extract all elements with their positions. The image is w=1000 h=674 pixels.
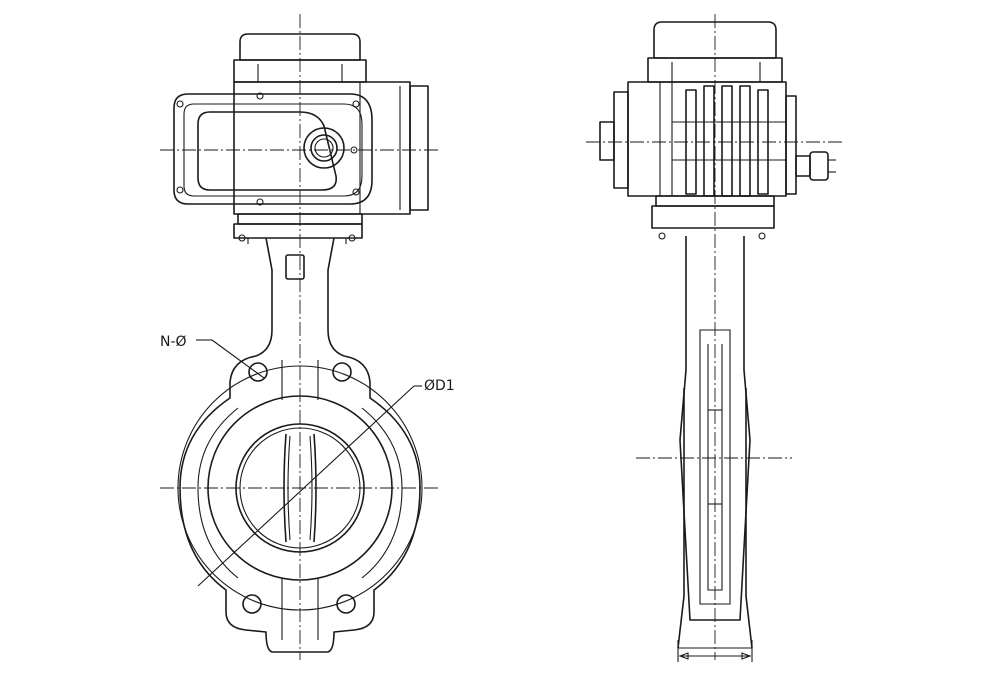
cable-gland <box>795 151 836 181</box>
front-view: N-Ø ØD1 <box>160 14 455 660</box>
annotations: N-Ø ØD1 <box>160 334 455 587</box>
side-view <box>586 14 842 662</box>
valve-neck <box>255 237 345 357</box>
indicator-window <box>303 127 358 169</box>
holes-label: N-Ø <box>160 334 187 350</box>
front-centerlines <box>160 14 440 660</box>
pitch-diameter-label: ØD1 <box>424 378 455 394</box>
actuator-housing <box>233 81 429 244</box>
actuator-cover <box>173 92 373 206</box>
cooling-fins <box>672 85 786 197</box>
side-centerlines <box>586 14 842 660</box>
bolt-holes <box>242 362 356 614</box>
